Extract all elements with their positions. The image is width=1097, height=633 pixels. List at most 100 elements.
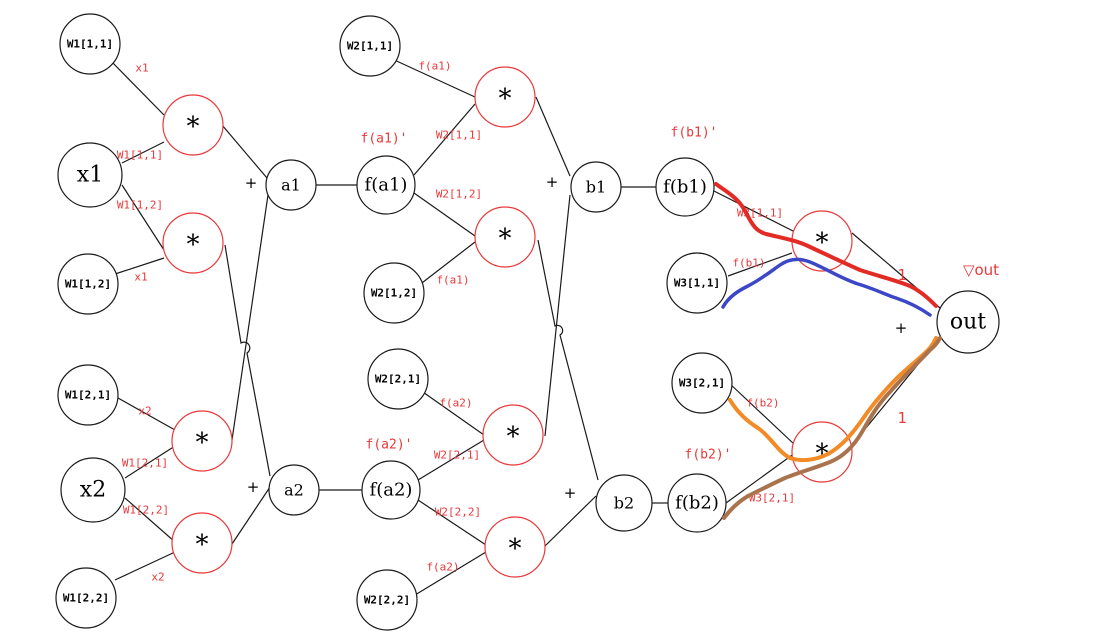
gradient-one-bottom: 1 [897,409,906,427]
plus-sign-out: + [895,319,908,337]
edge-w1-11-to-mul-a [107,57,165,116]
derivative-fa2: f(a2)' [366,438,413,453]
node-label: W2[2,1] [375,373,421,386]
node-label: a1 [281,176,301,195]
edge-fb1-to-mul-i [711,189,796,233]
plus-sign-a1: + [245,174,258,192]
node-w2-22: W2[2,2] [356,569,418,631]
edge-w1-21-to-mul-c [117,397,176,431]
mul-node-a: * [162,94,224,156]
node-label: x1 [77,163,103,188]
edge-w1-22-to-mul-d [114,551,176,581]
mul-node-b: * [162,212,224,274]
derivative-fb2: f(b2)' [685,448,732,463]
edge-label-fa1-e: f(a1) [418,60,451,73]
node-label: W2[1,2] [371,287,417,300]
edge-mul-e-to-b1 [535,96,571,177]
edge-label-w1-11: W1[1,1] [117,149,163,162]
node-label: f(a1) [365,175,408,196]
edge-fa1-to-mul-e [413,103,476,176]
mul-label: * [196,428,209,458]
plus-sign-a2: + [247,478,260,496]
node-label: a2 [284,481,304,500]
edge-label-w2-21: W2[2,1] [434,449,480,462]
node-w2-12: W2[1,2] [363,262,425,324]
plus-sign-b2: + [564,484,577,502]
mul-node-h: * [484,516,546,578]
edge-label-w3-21: W3[2,1] [749,492,795,505]
red-gradient-stroke [714,182,938,308]
edge-label-w2-11: W2[1,1] [436,129,482,142]
edge-x1-to-mul-a [121,141,165,164]
node-label: out [950,310,986,335]
mul-label: * [499,224,512,254]
edge-w2-21-to-mul-g [419,389,485,436]
edge-w2-12-to-mul-f [417,241,476,287]
node-label: W2[2,2] [364,594,410,607]
node-b2: b2 [595,474,653,532]
edge-mul-h-to-b2 [544,495,597,547]
derivative-labels: f(a1)' f(a2)' f(b1)' f(b2)' [361,126,732,463]
plus-signs: + + + + + [245,173,908,502]
node-w1-12: W1[1,2] [57,253,119,315]
mul-label: * [196,530,209,560]
mul-node-j: * [791,421,853,483]
node-fa2: f(a2) [361,460,421,520]
node-x1: x1 [57,142,123,208]
edge-mul-d-to-a2 [231,486,271,545]
node-label: W2[1,1] [347,40,393,53]
edge-x2-to-mul-c [124,445,176,479]
plus-sign-b1: + [546,173,559,191]
node-label: f(a2) [370,480,413,501]
mul-node-g: * [482,404,544,466]
edge-labels: x1 W1[1,1] W1[1,2] x1 x2 W1[2,1] W1[2,2]… [117,60,907,584]
mul-node-e: * [474,66,536,128]
edge-label-fb1-i: f(b1) [732,257,765,270]
backprop-strokes [714,182,942,520]
mul-node-c: * [171,410,233,472]
node-fb1: f(b1) [655,157,715,217]
edge-x2-to-mul-d [124,497,176,543]
edges [107,57,943,596]
edge-fa2-to-mul-g [417,439,485,481]
mul-label: * [507,422,520,452]
node-w2-11: W2[1,1] [339,15,401,77]
node-w1-22: W1[2,2] [55,567,117,629]
mul-label: * [187,112,200,142]
node-label: W1[1,1] [67,38,113,51]
derivative-fb1: f(b1)' [671,126,718,141]
brown-gradient-stroke [722,336,942,520]
node-fb2: f(b2) [667,473,727,533]
mul-label: * [499,84,512,114]
node-a2: a2 [268,464,320,516]
edge-label-w1-12: W1[1,2] [117,199,163,212]
mul-label: * [509,534,522,564]
node-w2-21: W2[2,1] [367,348,429,410]
mul-node-d: * [171,512,233,574]
edge-label-w1-21: W1[2,1] [122,457,168,470]
edge-w2-11-to-mul-e [389,57,476,98]
edge-mul-a-to-a1 [221,124,268,179]
edge-fa2-to-mul-h [417,499,487,546]
node-out: out [936,290,1000,354]
node-b1: b1 [570,161,622,213]
nodes: W1[1,1] x1 W1[1,2] W1[2,1] x2 W1[2,2] * [55,13,1000,631]
edge-label-x2-c: x2 [138,405,151,418]
node-label: W1[2,1] [65,389,111,402]
edge-label-w2-12: W2[1,2] [436,188,482,201]
edge-label-fa2-h: f(a2) [426,561,459,574]
edge-fa1-to-mul-f [413,192,476,237]
edge-label-x2-d: x2 [151,571,164,584]
node-x2: x2 [60,457,126,523]
edge-w1-12-to-mul-b [114,257,165,275]
edge-x1-to-mul-b [121,184,165,251]
edge-mul-b-to-a2 [224,244,271,477]
edge-mul-c-to-a1 [231,194,269,441]
node-label: W3[1,1] [674,277,720,290]
blue-gradient-stroke [721,257,932,317]
node-fa1: f(a1) [356,155,416,215]
node-label: f(b1) [663,177,707,198]
mul-label: * [816,439,829,469]
node-label: b2 [614,494,634,513]
